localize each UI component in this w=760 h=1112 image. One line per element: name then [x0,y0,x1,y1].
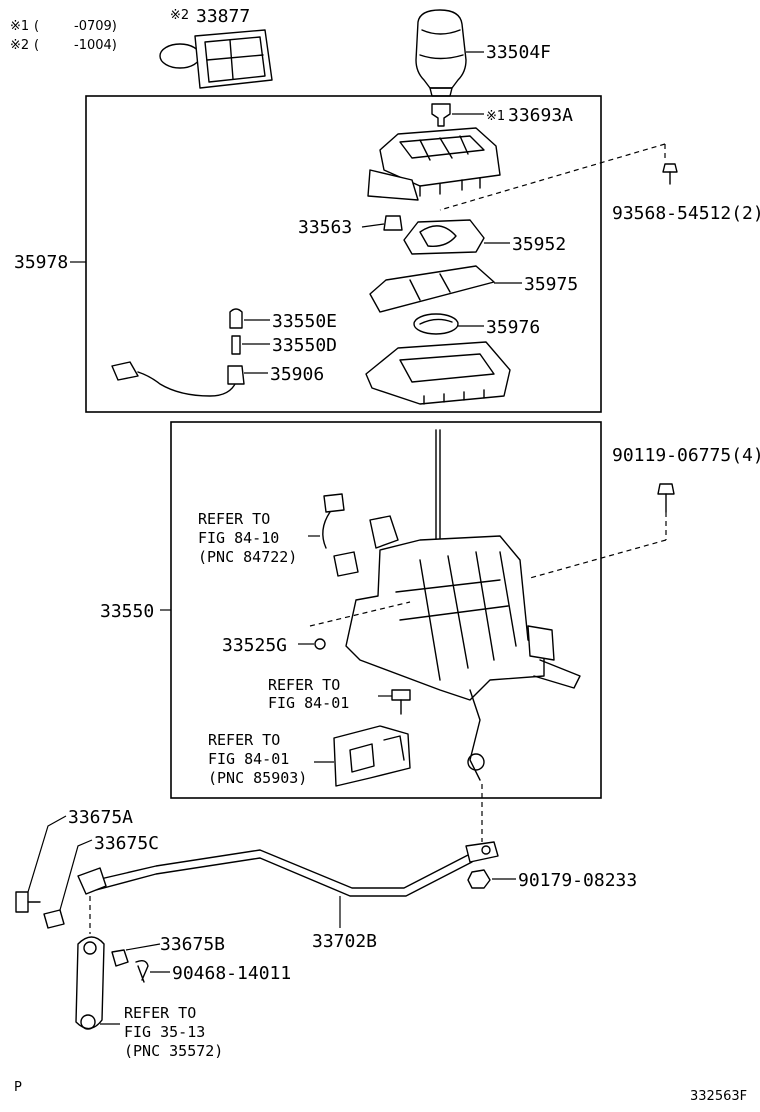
part-33693A-drawing [431,103,451,127]
refer-35-13-line2: FIG 35-13 [124,1023,205,1041]
part-33504F-drawing [415,9,467,97]
part-33550D-drawing [231,335,241,355]
note-2-mark: ※2 [10,38,29,53]
part-90179-nut [467,869,491,889]
part-33877-label: 33877 [196,6,250,27]
part-33675B-label: 33675B [160,934,225,955]
part-35975-label: 35975 [524,274,578,295]
refer-35-13-line1: REFER TO [124,1004,196,1022]
part-33877-drawing [159,29,273,89]
note-2-paren: ( [34,38,39,53]
part-90119-label: 90119-06775(4) [612,445,760,466]
refer-84-01-b-line1: REFER TO [208,731,280,749]
note-1-paren: ( [34,19,39,34]
part-33525G-label: 33525G [222,635,287,656]
part-35906-drawing [111,361,245,397]
part-33563-label: 33563 [298,217,352,238]
connector-harness-drawing [322,493,359,577]
switch-85903-drawing [333,725,411,787]
part-33675C-drawing [43,909,65,929]
part-35975-drawing [369,265,495,313]
refer-84-01-b-line3: (PNC 85903) [208,769,307,787]
refer-84-10-line2: FIG 84-10 [198,529,279,547]
footnote-legend: ※1 ( -0709) ※2 ( -1004) [10,19,117,53]
cable-33702B-drawing [77,841,499,897]
part-33702B-label: 33702B [312,931,377,952]
refer-84-10-line1: REFER TO [198,510,270,528]
part-33675A-drawing [15,891,41,913]
part-93568-screw [662,163,678,185]
part-35976-drawing [413,313,459,335]
page-mark: P [14,1080,22,1095]
part-33550D-label: 33550D [272,335,337,356]
note-2-range: -1004) [74,38,117,53]
refer-35-13-line3: (PNC 35572) [124,1042,223,1060]
part-90468-label: 90468-14011 [172,963,291,984]
refer-84-01-b-line2: FIG 84-01 [208,750,289,768]
transmission-lever-drawing [75,936,105,1030]
note-1-range: -0709) [74,19,117,34]
part-33693A-mark: ※1 [486,109,505,124]
part-90468-clip [135,959,149,983]
note-1-mark: ※1 [10,19,29,34]
shift-lever-assembly-drawing [345,429,581,781]
refer-84-01-bolt-drawing [391,689,411,715]
part-35976-label: 35976 [486,317,540,338]
assembly-35978-frame [85,95,602,413]
part-33504F-label: 33504F [486,42,551,63]
part-33550E-drawing [229,308,243,329]
part-33550E-label: 33550E [272,311,337,332]
shift-lever-base-tray [365,341,511,405]
part-33525G-washer [314,638,326,650]
part-35906-label: 35906 [270,364,324,385]
part-33675C-label: 33675C [94,833,159,854]
part-90119-bolt [657,483,675,513]
illustration-id: 332563F [690,1089,747,1104]
part-35978-label: 35978 [14,252,68,273]
part-33675B-bushing [111,949,129,967]
part-35952-drawing [403,219,485,255]
part-90179-label: 90179-08233 [518,870,637,891]
refer-84-10-line3: (PNC 84722) [198,548,297,566]
indicator-housing-drawing [367,127,501,201]
part-33563-drawing [383,215,403,231]
refer-84-01-a-line1: REFER TO [268,676,340,694]
part-33877-mark: ※2 [170,8,189,23]
refer-84-01-a-line2: FIG 84-01 [268,694,349,712]
part-33550-label: 33550 [100,601,154,622]
part-93568-label: 93568-54512(2) [612,203,760,224]
part-33675A-label: 33675A [68,807,133,828]
part-35952-label: 35952 [512,234,566,255]
part-33693A-label: 33693A [508,105,573,126]
